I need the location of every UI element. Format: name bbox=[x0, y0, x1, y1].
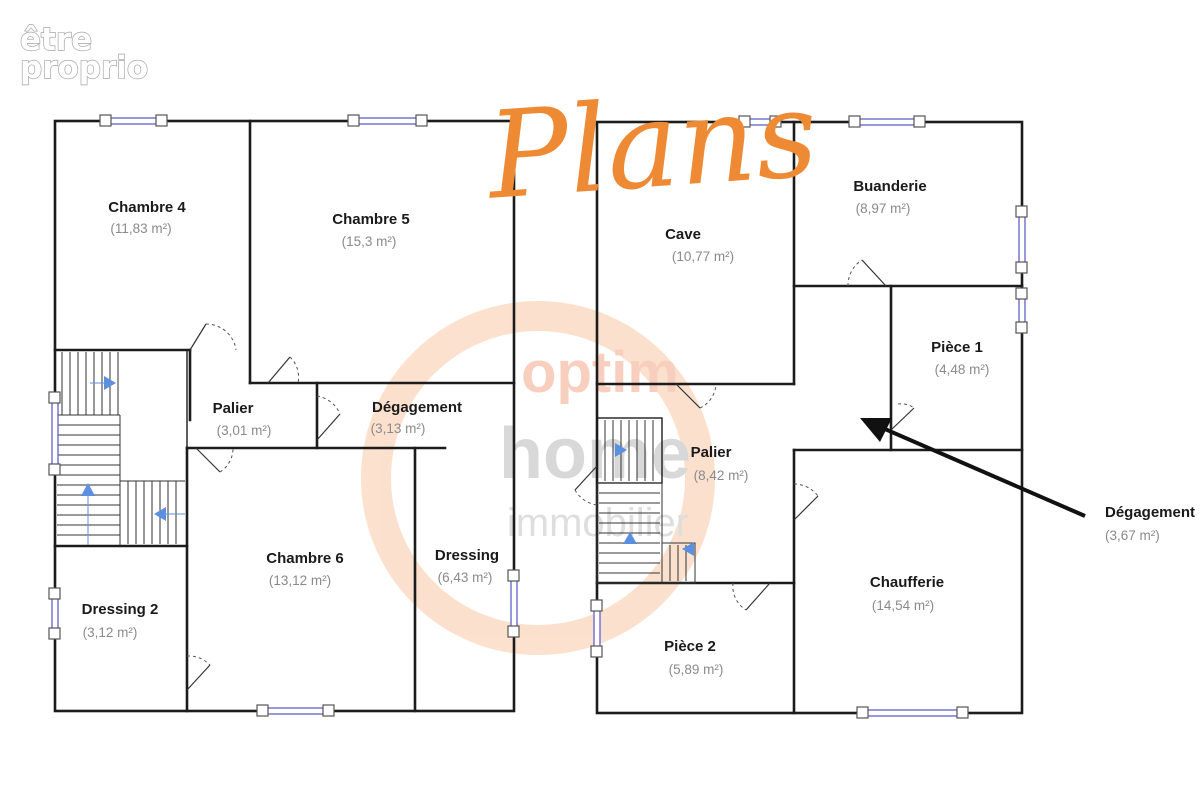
room-area-chaufferie: (14,54 m²) bbox=[872, 598, 934, 613]
stair-arrow-icon bbox=[615, 443, 627, 457]
room-name-cave: Cave bbox=[665, 226, 701, 243]
right-floor-plan: Cave (10,77 m²) Buanderie (8,97 m²) Pièc… bbox=[574, 115, 1028, 719]
room-area-palier-right: (8,42 m²) bbox=[694, 468, 749, 483]
door-icon bbox=[847, 259, 887, 287]
optim-home-watermark: optim home immobilier bbox=[361, 301, 715, 655]
callout-name: Dégagement bbox=[1105, 504, 1195, 521]
arrow-icon bbox=[860, 418, 892, 442]
room-name-dressing-2: Dressing 2 bbox=[82, 601, 159, 618]
stair-arrow-icon bbox=[81, 483, 95, 496]
etre-proprio-logo: être proprio bbox=[19, 21, 149, 86]
room-name-chambre-5: Chambre 5 bbox=[332, 211, 410, 228]
room-area-chambre-6: (13,12 m²) bbox=[269, 573, 331, 588]
room-name-buanderie: Buanderie bbox=[853, 178, 926, 195]
door-icon bbox=[316, 395, 341, 441]
window-icon bbox=[99, 114, 168, 127]
window-icon bbox=[1015, 205, 1028, 274]
stair-arrow-icon bbox=[623, 532, 637, 544]
room-area-chambre-4: (11,83 m²) bbox=[110, 221, 171, 236]
window-icon bbox=[856, 706, 969, 719]
room-name-dressing: Dressing bbox=[435, 547, 499, 564]
window-icon bbox=[48, 391, 61, 476]
door-icon bbox=[574, 465, 598, 506]
room-area-palier: (3,01 m²) bbox=[217, 423, 272, 438]
room-area-dressing: (6,43 m²) bbox=[438, 570, 493, 585]
stair-arrow-icon bbox=[682, 542, 694, 556]
room-area-dressing-2: (3,12 m²) bbox=[83, 625, 138, 640]
room-name-degagement: Dégagement bbox=[372, 399, 462, 416]
stair-arrow-icon bbox=[104, 376, 116, 390]
staircase-left bbox=[54, 349, 188, 547]
left-floor-plan: Chambre 4 (11,83 m²) Chambre 5 (15,3 m²)… bbox=[48, 114, 520, 717]
window-icon bbox=[848, 115, 926, 128]
door-icon bbox=[890, 403, 915, 431]
logo-line1: être bbox=[20, 22, 92, 58]
callout-arrow-line bbox=[877, 424, 1086, 518]
room-name-palier: Palier bbox=[213, 400, 254, 417]
room-area-piece-2: (5,89 m²) bbox=[669, 662, 724, 677]
window-icon bbox=[738, 115, 782, 128]
door-icon bbox=[675, 383, 717, 409]
room-area-buanderie: (8,97 m²) bbox=[856, 201, 911, 216]
window-icon bbox=[256, 704, 335, 717]
door-icon bbox=[267, 356, 300, 384]
room-area-piece-1: (4,48 m²) bbox=[935, 362, 990, 377]
room-name-piece-2: Pièce 2 bbox=[664, 638, 716, 655]
plans-title: Plans bbox=[481, 65, 821, 227]
staircase-right bbox=[596, 417, 696, 584]
door-icon bbox=[189, 323, 237, 351]
room-area-chambre-5: (15,3 m²) bbox=[342, 234, 397, 249]
door-icon bbox=[793, 483, 819, 521]
window-icon bbox=[1015, 287, 1028, 334]
door-icon bbox=[186, 655, 211, 691]
room-name-piece-1: Pièce 1 bbox=[931, 339, 983, 356]
degagement-callout: Dégagement (3,67 m²) bbox=[860, 418, 1195, 543]
room-name-chambre-4: Chambre 4 bbox=[108, 199, 186, 216]
window-icon bbox=[590, 599, 603, 658]
callout-area: (3,67 m²) bbox=[1105, 528, 1160, 543]
stair-arrow-icon bbox=[154, 507, 166, 521]
logo-line2: proprio bbox=[20, 50, 148, 86]
watermark-line2: home bbox=[499, 414, 691, 494]
room-name-palier-right: Palier bbox=[691, 444, 732, 461]
room-area-cave: (10,77 m²) bbox=[672, 249, 734, 264]
door-icon bbox=[732, 582, 771, 611]
watermark-line1: optim bbox=[521, 340, 679, 405]
room-name-chaufferie: Chaufferie bbox=[870, 574, 944, 591]
window-icon bbox=[48, 587, 61, 640]
window-icon bbox=[507, 569, 520, 638]
room-name-chambre-6: Chambre 6 bbox=[266, 550, 344, 567]
room-area-degagement: (3,13 m²) bbox=[371, 421, 426, 436]
door-icon bbox=[195, 447, 234, 473]
window-icon bbox=[347, 114, 428, 127]
